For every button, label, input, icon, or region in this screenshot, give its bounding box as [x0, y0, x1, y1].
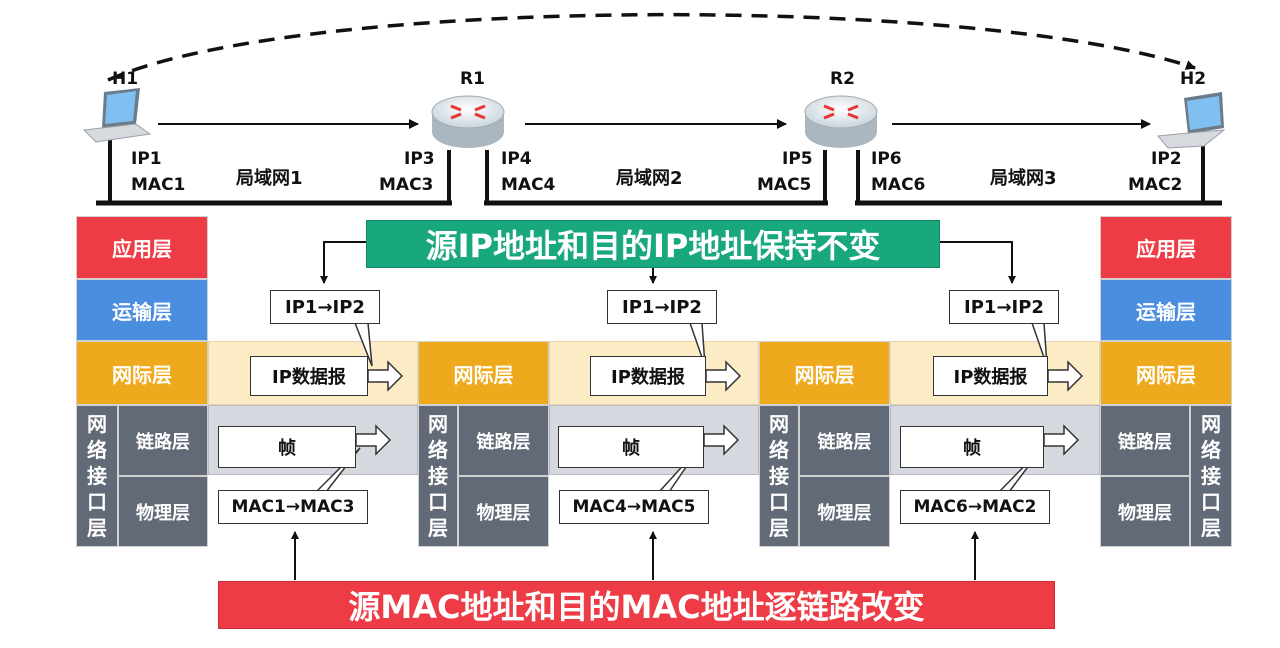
ip-datagram-box-2: IP数据报 [590, 356, 706, 396]
ni-char: 络 [87, 438, 107, 462]
lan-bus-3 [855, 140, 1222, 206]
h1-transport-layer: 运输层 [76, 279, 208, 341]
ni-char: 络 [428, 438, 448, 462]
r2-right-mac-label: MAC6 [871, 175, 926, 195]
r2-label: R2 [830, 69, 855, 89]
lan-3-label: 局域网3 [990, 168, 1057, 189]
laptop-h2-icon [1157, 92, 1226, 149]
ni-char: 口 [1201, 490, 1221, 514]
r1-right-ip-label: IP4 [501, 149, 532, 169]
lan-bus-2 [484, 150, 828, 206]
h1-physical-layer: 物理层 [118, 476, 208, 547]
r2-left-mac-label: MAC5 [757, 175, 812, 195]
ip-pair-callout-1: IP1→IP2 [270, 290, 380, 324]
ni-char: 层 [87, 516, 107, 540]
mac-banner-arrows [291, 531, 979, 580]
ni-char: 接 [87, 464, 107, 488]
h1-network-interface-layer: 网 络 接 口 层 [76, 405, 118, 547]
mac-pair-callout-2: MAC4→MAC5 [559, 490, 709, 524]
r2-network-interface-layer: 网 络 接 口 层 [759, 405, 799, 547]
h1-application-layer: 应用层 [76, 216, 208, 279]
forward-hollow-arrows [355, 360, 1084, 456]
lan-bus-1 [96, 140, 452, 206]
router-r2-icon [804, 95, 878, 148]
lan-2-label: 局域网2 [616, 168, 683, 189]
h1-link-layer: 链路层 [118, 405, 208, 476]
r1-left-mac-label: MAC3 [379, 175, 434, 195]
h1-internet-layer: 网际层 [76, 341, 208, 405]
ni-char: 络 [1201, 438, 1221, 462]
r1-physical-layer: 物理层 [458, 476, 549, 547]
ni-char: 层 [428, 516, 448, 540]
ip-pair-callout-3: IP1→IP2 [949, 290, 1059, 324]
r1-internet-layer: 网际层 [418, 341, 549, 405]
ni-char: 接 [769, 464, 789, 488]
r1-right-mac-label: MAC4 [501, 175, 556, 195]
ip-unchanged-banner: 源IP地址和目的IP地址保持不变 [366, 220, 940, 268]
mac-pair-callout-1: MAC1→MAC3 [218, 490, 368, 524]
r2-right-ip-label: IP6 [871, 149, 902, 169]
r2-left-ip-label: IP5 [782, 149, 813, 169]
r1-left-ip-label: IP3 [404, 149, 435, 169]
h2-link-layer: 链路层 [1100, 405, 1190, 476]
h2-label: H2 [1180, 69, 1207, 89]
h2-physical-layer: 物理层 [1100, 476, 1190, 547]
ni-char: 络 [769, 438, 789, 462]
h2-application-layer: 应用层 [1100, 216, 1232, 279]
h2-ip-label: IP2 [1151, 149, 1182, 169]
ip-datagram-box-3: IP数据报 [933, 356, 1048, 396]
h1-mac-label: MAC1 [131, 175, 186, 195]
r1-label: R1 [460, 69, 485, 89]
ni-char: 网 [87, 412, 107, 436]
ni-char: 口 [769, 490, 789, 514]
ip-datagram-box-1: IP数据报 [250, 356, 368, 396]
h2-internet-layer: 网际层 [1100, 341, 1232, 405]
ni-char: 层 [1201, 516, 1221, 540]
frame-box-1: 帧 [218, 426, 356, 468]
mac-pair-callout-3: MAC6→MAC2 [900, 490, 1050, 524]
ni-char: 口 [428, 490, 448, 514]
ni-char: 网 [769, 412, 789, 436]
ni-char: 接 [428, 464, 448, 488]
ip-banner-arrows [320, 241, 1016, 284]
ni-char: 接 [1201, 464, 1221, 488]
h2-mac-label: MAC2 [1128, 175, 1183, 195]
frame-box-2: 帧 [558, 426, 704, 468]
frame-box-3: 帧 [900, 426, 1044, 468]
laptop-h1-icon [82, 88, 152, 143]
r1-link-layer: 链路层 [458, 405, 549, 476]
r2-link-layer: 链路层 [799, 405, 890, 476]
ni-char: 网 [428, 412, 448, 436]
h2-network-interface-layer: 网 络 接 口 层 [1190, 405, 1232, 547]
lan-1-label: 局域网1 [236, 168, 303, 189]
router-r1-icon [431, 95, 505, 148]
ni-char: 层 [769, 516, 789, 540]
ni-char: 口 [87, 490, 107, 514]
mac-changes-banner: 源MAC地址和目的MAC地址逐链路改变 [218, 581, 1055, 629]
h2-transport-layer: 运输层 [1100, 279, 1232, 341]
r2-physical-layer: 物理层 [799, 476, 890, 547]
h1-ip-label: IP1 [131, 149, 162, 169]
h1-label: H1 [112, 69, 139, 89]
r2-internet-layer: 网际层 [759, 341, 890, 405]
r1-network-interface-layer: 网 络 接 口 层 [418, 405, 458, 547]
ip-pair-callout-2: IP1→IP2 [607, 290, 717, 324]
ni-char: 网 [1201, 412, 1221, 436]
end-to-end-dashed-arc [107, 12, 1196, 82]
